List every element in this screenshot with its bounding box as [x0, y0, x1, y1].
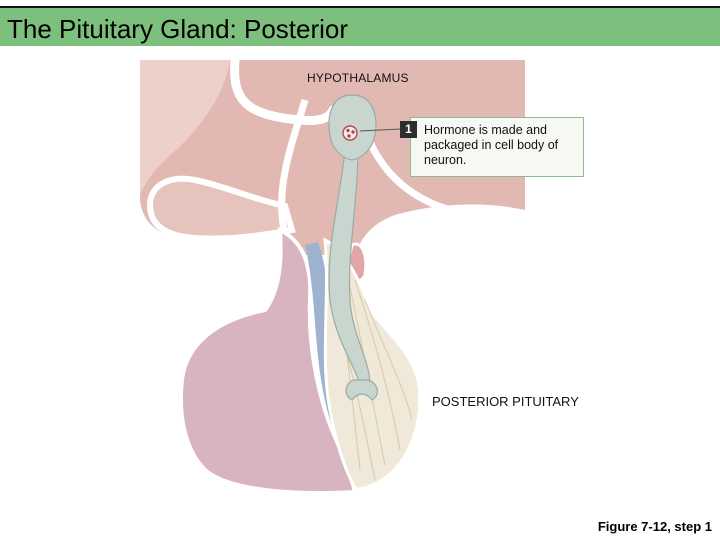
ventricle-outline [230, 55, 338, 125]
step-description: Hormone is made and packaged in cell bod… [424, 123, 559, 167]
title-bar: The Pituitary Gland: Posterior [0, 6, 720, 46]
page-title: The Pituitary Gland: Posterior [7, 14, 349, 44]
neuron-axon-terminal [345, 379, 378, 401]
optic-chiasm [146, 175, 296, 242]
hypothalamus-highlight [140, 60, 230, 195]
posterior-pituitary-label: POSTERIOR PITUITARY [432, 394, 579, 409]
step-callout: Hormone is made and packaged in cell bod… [410, 117, 584, 177]
callout-leader-line [359, 128, 401, 132]
hormone-vesicle-icon [342, 125, 358, 141]
nerve-fibers [334, 264, 413, 481]
vascular-stripe [305, 242, 368, 490]
hypothalamus-label: HYPOTHALAMUS [307, 71, 409, 85]
step-number-badge: 1 [400, 121, 417, 138]
figure-caption: Figure 7-12, step 1 [597, 519, 712, 534]
anterior-lobe [178, 226, 358, 495]
